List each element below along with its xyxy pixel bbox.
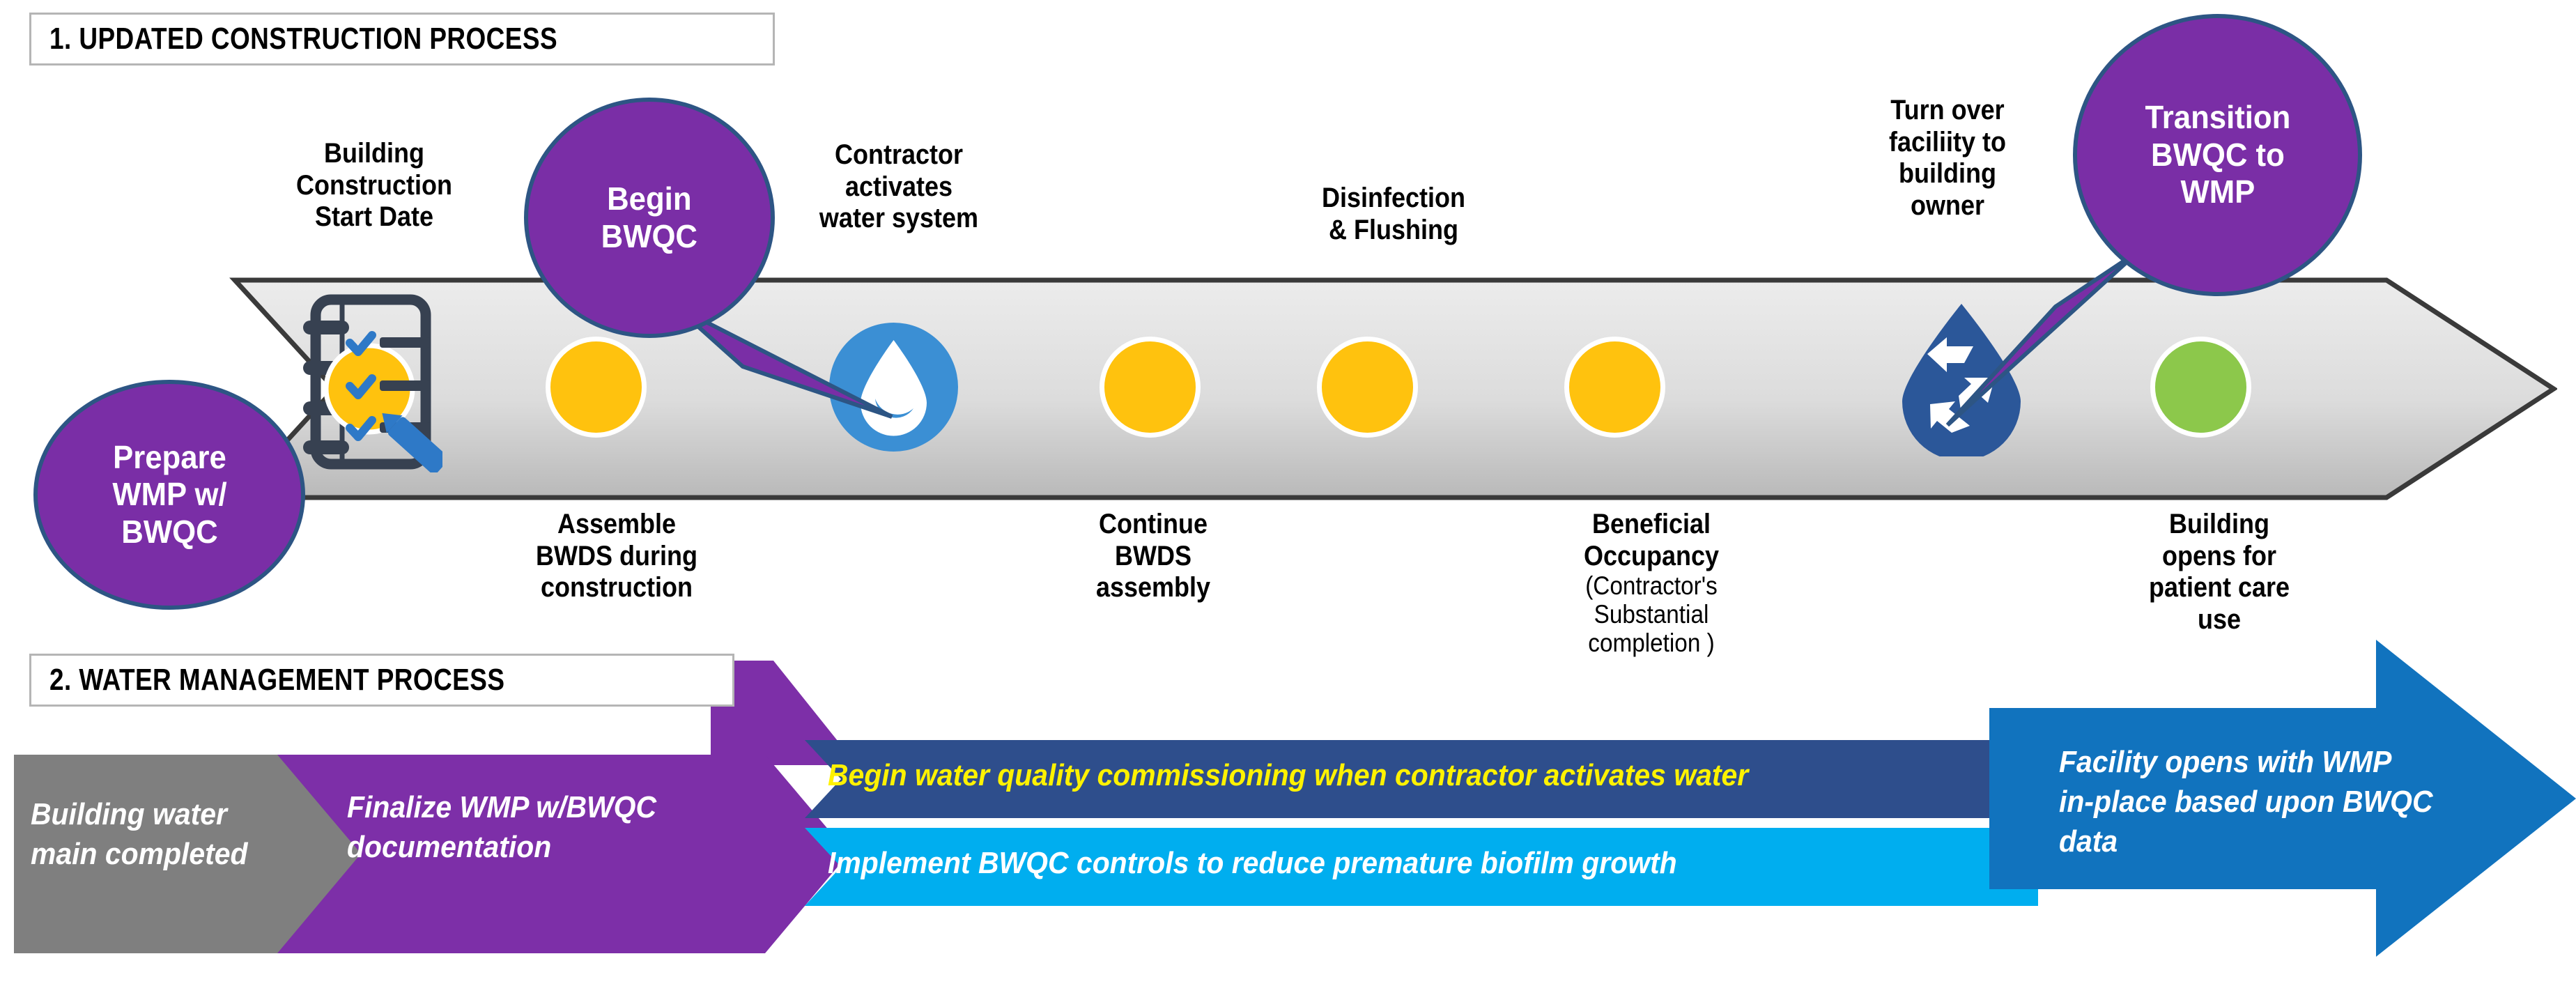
wm-step-implement-bwqc-label: Implement BWQC controls to reduce premat…	[828, 846, 1677, 880]
label-building-opens-patient-care: Building opens for patient care use	[2148, 509, 2290, 635]
callout-transition-bwqc[interactable]: Transition BWQC to WMP	[2073, 14, 2362, 296]
section-header-construction-label: 1. UPDATED CONSTRUCTION PROCESS	[49, 22, 558, 56]
milestone-dot-1	[546, 337, 647, 438]
callout-begin-bwqc[interactable]: Begin BWQC	[524, 98, 775, 338]
milestone-dot-4	[1564, 337, 1665, 438]
checklist-icon	[282, 291, 449, 475]
label-turn-over-facility: Turn over faciliity to building owner	[1888, 95, 2007, 221]
label-beneficial-occupancy: Beneficial Occupancy (Contractor's Subst…	[1532, 509, 1771, 657]
wm-step-building-water-main-label: Building water main completed	[31, 797, 248, 872]
label-assemble-bwds: Assemble BWDS during construction	[536, 509, 697, 603]
milestone-dot-3	[1317, 337, 1418, 438]
wm-step-building-water-main	[14, 755, 362, 953]
wm-step-finalize-wmp	[277, 755, 849, 953]
water-recycle-icon	[1894, 300, 2030, 461]
label-contractor-activates-water-system: Contractor activates water system	[819, 139, 979, 234]
label-beneficial-occupancy-sub: (Contractor's Substantial completion )	[1585, 571, 1718, 657]
milestone-dot-5	[2150, 337, 2251, 438]
wm-step-begin-wqc	[805, 740, 2038, 818]
begin-bwqc-callout-tail	[674, 305, 893, 419]
transition-callout-tail	[1945, 249, 2141, 427]
callout-prepare-wmp-label: Prepare WMP w/ BWQC	[111, 438, 227, 550]
section-header-water-management: 2. WATER MANAGEMENT PROCESS	[29, 654, 734, 707]
wm-step-begin-wqc-label: Begin water quality commissioning when c…	[828, 758, 1749, 792]
callout-prepare-wmp[interactable]: Prepare WMP w/ BWQC	[33, 380, 305, 610]
label-continue-bwds: Continue BWDS assembly	[1095, 509, 1211, 603]
wm-step-finalize-wmp-label: Finalize WMP w/BWQC documentation	[347, 790, 657, 865]
wm-step-finalize-wmp-riser	[711, 661, 857, 765]
section-header-construction: 1. UPDATED CONSTRUCTION PROCESS	[29, 13, 775, 66]
label-disinfection-flushing: Disinfection & Flushing	[1321, 183, 1466, 245]
wm-step-implement-bwqc	[805, 828, 2038, 906]
wm-step-facility-opens	[1989, 640, 2576, 957]
label-building-construction-start-date: Building Construction Start Date	[296, 138, 452, 233]
section-header-water-management-label: 2. WATER MANAGEMENT PROCESS	[49, 663, 505, 697]
callout-begin-bwqc-label: Begin BWQC	[601, 180, 698, 254]
callout-transition-bwqc-label: Transition BWQC to WMP	[2145, 99, 2290, 210]
milestone-dot-2	[1100, 337, 1201, 438]
wm-step-facility-opens-label: Facility opens with WMP in-place based u…	[2059, 745, 2433, 859]
